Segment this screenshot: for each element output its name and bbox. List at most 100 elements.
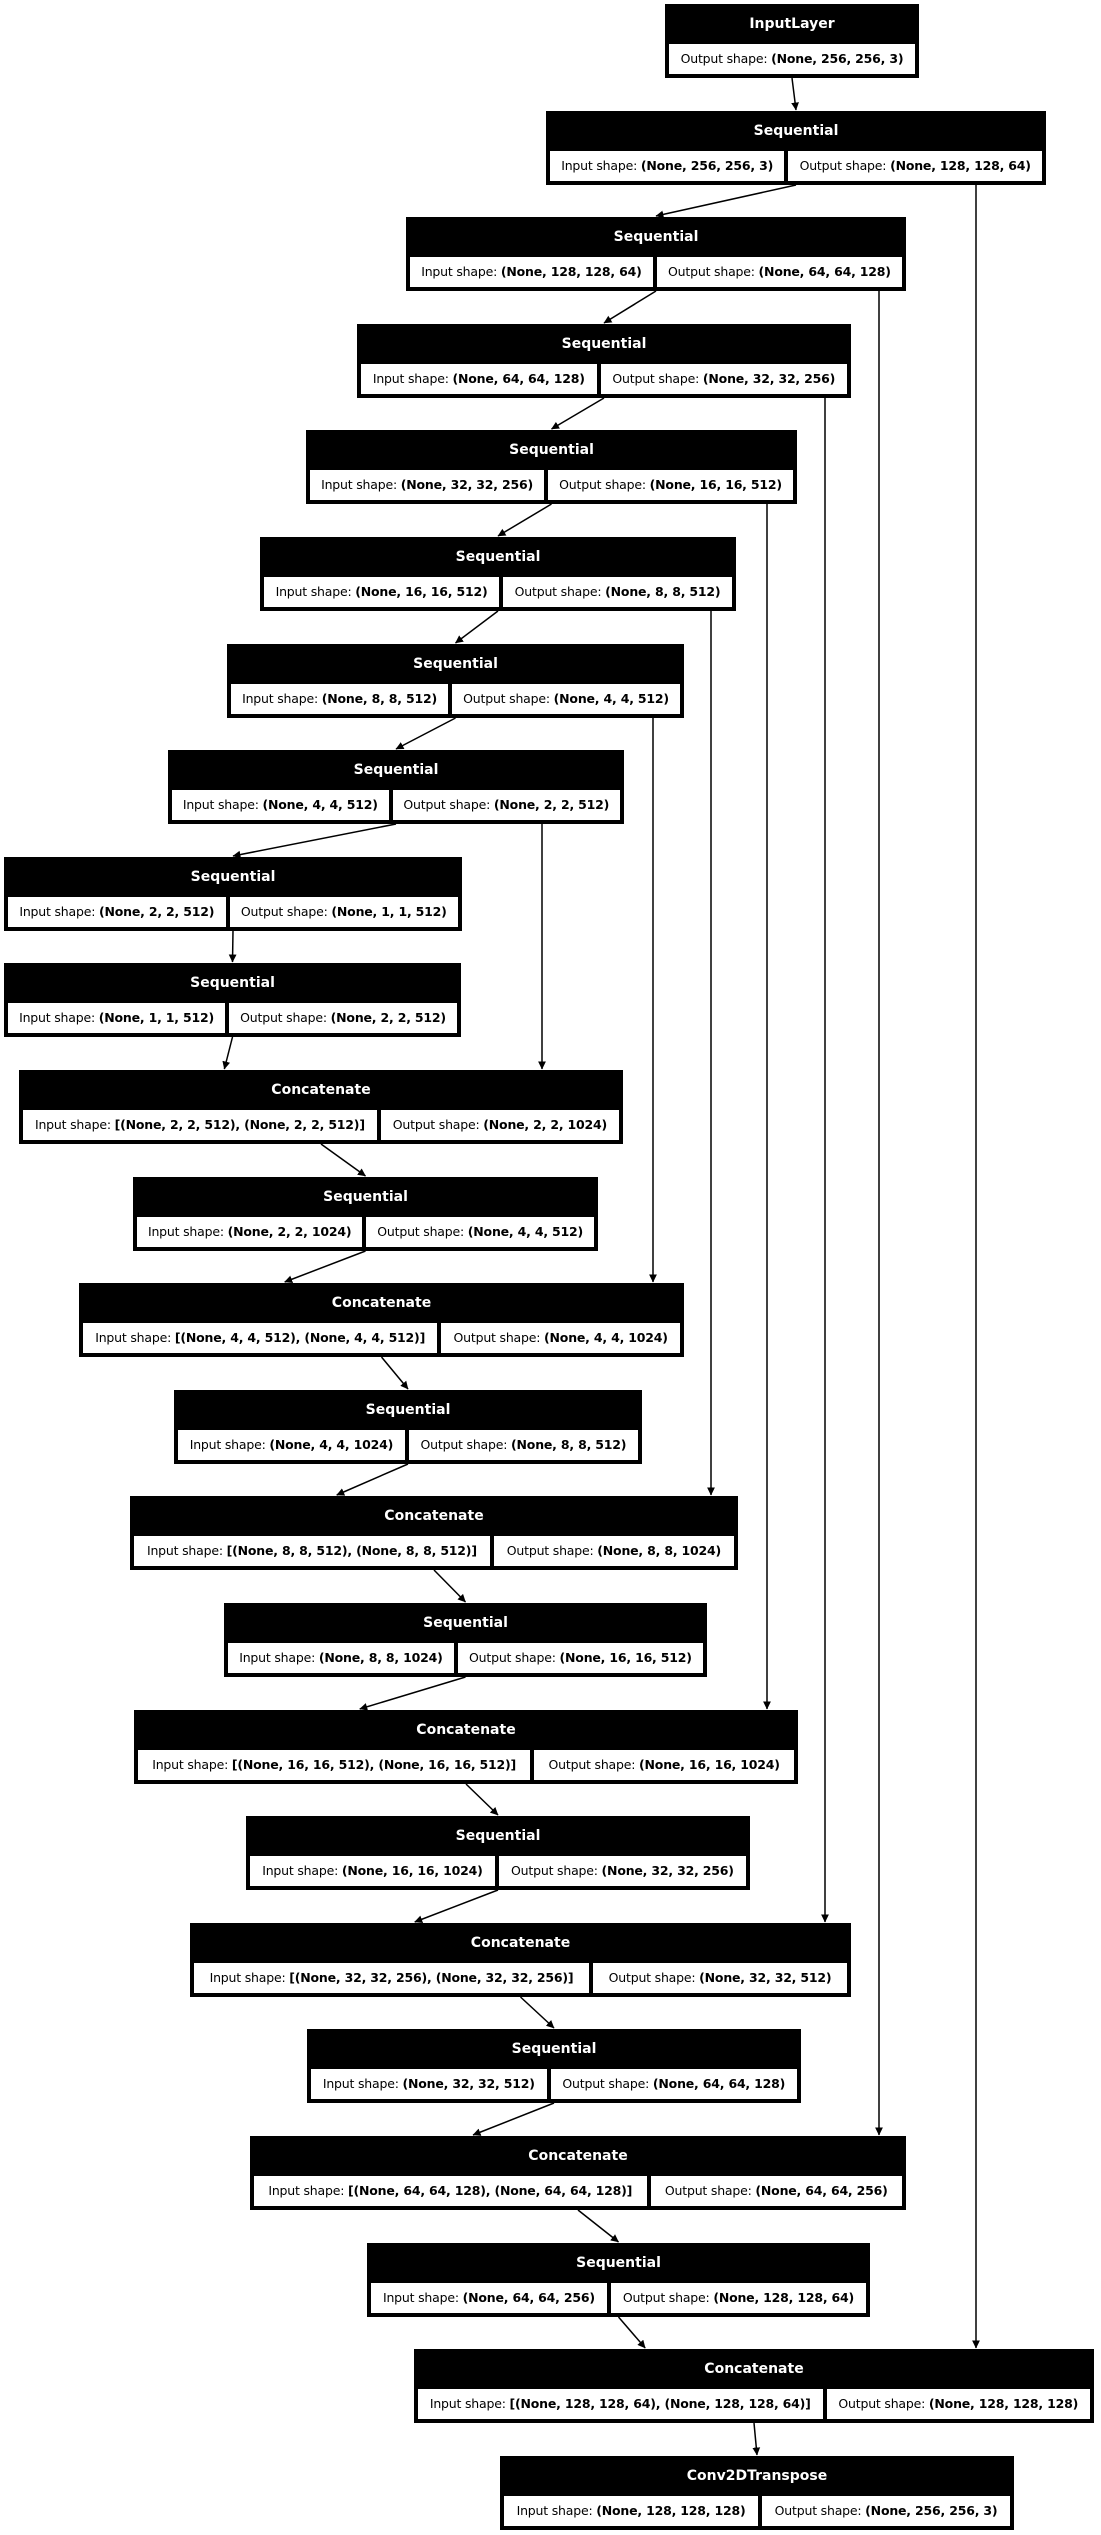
node-title: InputLayer — [749, 16, 835, 32]
shape-cells-row: Input shape: (None, 128, 128, 64)Output … — [406, 257, 906, 291]
input-shape-cell: Input shape: (None, 8, 8, 1024) — [228, 1643, 454, 1673]
input-shape-cell: Input shape: (None, 64, 64, 128) — [361, 364, 597, 394]
main-flow-edge — [617, 2316, 646, 2349]
output-shape-cell: Output shape: (None, 16, 16, 512) — [457, 1643, 703, 1673]
input-shape-label: Input shape: — [242, 691, 322, 706]
input-shape-value: (None, 8, 8, 1024) — [318, 1650, 443, 1665]
main-flow-edge — [655, 184, 797, 219]
input-shape-value: (None, 32, 32, 512) — [402, 2076, 535, 2091]
shape-cells-row: Input shape: (None, 2, 2, 512) Output sha… — [4, 897, 462, 931]
shape-cells-row: Input shape: (None, 64, 64, 128) Output s… — [357, 364, 851, 398]
node-title: Concatenate — [416, 1722, 516, 1738]
shape-cells-row: Input shape: (None, 32, 32, 512)Output s… — [307, 2069, 801, 2103]
node-title: Sequential — [455, 1828, 541, 1844]
main-flow-edge — [791, 77, 799, 111]
output-shape-label: Output shape: — [612, 371, 703, 386]
output-shape-label: Output shape: — [774, 2503, 866, 2518]
shape-cells-row: Input shape: (None, 64, 64, 256) Output s… — [367, 2283, 870, 2317]
node-title: Sequential — [190, 869, 276, 885]
output-shape-label: Output shape: — [463, 691, 554, 706]
output-shape-value: (None, 4, 4, 512) — [467, 1224, 584, 1239]
input-shape-cell: Input shape: (None, 8, 8, 512) — [231, 684, 449, 714]
node-title: Sequential — [511, 2041, 597, 2057]
output-shape-value: (None, 16, 16, 1024) — [639, 1757, 780, 1772]
input-shape-label: Input shape: — [421, 264, 501, 279]
node-title: Sequential — [353, 762, 439, 778]
input-shape-cell: Input shape: (None, 128, 128, 128) — [504, 2496, 759, 2526]
input-shape-value: (None, 1, 1, 512) — [98, 1010, 214, 1025]
shape-cells-row: Input shape: (None, 4, 4, 512) Output sha… — [168, 790, 624, 824]
input-shape-value: (None, 16, 16, 512) — [355, 584, 488, 599]
output-shape-cell: Output shape: (None, 4, 4, 512) — [452, 684, 680, 714]
output-shape-cell: Output shape: (None, 32, 32, 256) — [498, 1856, 747, 1886]
main-flow-edge — [472, 2102, 555, 2136]
input-shape-cell: Input shape: [(None, 4, 4, 512), (None, … — [83, 1323, 438, 1353]
node-title: Sequential — [413, 656, 498, 672]
input-shape-label: Input shape: — [321, 477, 401, 492]
input-shape-label: Input shape: — [275, 584, 356, 599]
shape-cells-row: Input shape: [(None, 32, 32, 256), (None… — [190, 1963, 851, 1997]
output-shape-label: Output shape: — [377, 1224, 468, 1239]
node-title: Conv2DTranspose — [686, 2468, 828, 2484]
input-shape-value: [(None, 4, 4, 512), (None, 4, 4, 512)] — [174, 1330, 426, 1345]
input-shape-value: (None, 2, 2, 1024) — [227, 1224, 352, 1239]
input-shape-cell: Input shape: (None, 2, 2, 512) — [8, 897, 226, 927]
output-shape-cell: Output shape: (None, 128, 128, 128) — [826, 2389, 1090, 2419]
input-shape-value: (None, 16, 16, 1024) — [341, 1863, 483, 1878]
output-shape-label: Output shape: — [403, 797, 494, 812]
output-shape-label: Output shape: — [420, 1437, 512, 1452]
input-shape-cell: Input shape: (None, 1, 1, 512) — [8, 1003, 226, 1033]
node-title: Concatenate — [528, 2148, 628, 2164]
output-shape-cell: Output shape: (None, 128, 128, 64) — [788, 151, 1043, 181]
input-shape-value: [(None, 2, 2, 512), (None, 2, 2, 512)] — [114, 1117, 365, 1132]
input-shape-label: Input shape: — [372, 371, 453, 386]
input-shape-label: Input shape: — [182, 797, 263, 812]
shape-cells-row: Input shape: [(None, 64, 64, 128), (None… — [250, 2176, 906, 2210]
output-shape-value: (None, 16, 16, 512) — [649, 477, 782, 492]
output-shape-value: (None, 64, 64, 256) — [755, 2183, 888, 2198]
input-shape-label: Input shape: — [19, 904, 99, 919]
shape-cells-row: Input shape: [(None, 4, 4, 512), (None, … — [79, 1323, 684, 1357]
output-shape-cell: Output shape: (None, 16, 16, 512) — [548, 470, 793, 500]
main-flow-edge — [222, 1036, 234, 1070]
output-shape-label: Output shape: — [622, 2290, 714, 2305]
shape-cells-row: Output shape: (None, 256, 256, 3) — [665, 44, 919, 78]
input-shape-label: Input shape: — [146, 1543, 227, 1558]
input-shape-cell: Input shape: (None, 4, 4, 512) — [172, 790, 389, 820]
output-shape-value: (None, 64, 64, 128) — [652, 2076, 786, 2091]
input-shape-cell: Input shape: [(None, 64, 64, 128), (None… — [254, 2176, 647, 2206]
input-shape-cell: Input shape: (None, 64, 64, 256) — [371, 2283, 607, 2313]
main-flow-edge — [380, 1356, 409, 1390]
input-shape-cell: Input shape: [(None, 128, 128, 64), (Non… — [418, 2389, 823, 2419]
output-shape-label: Output shape: — [240, 904, 332, 919]
main-flow-edge — [519, 1996, 555, 2029]
node-title: Sequential — [190, 975, 275, 991]
node-title: Sequential — [613, 229, 699, 245]
main-flow-edge — [551, 397, 605, 430]
input-shape-cell: Input shape: (None, 128, 128, 64) — [410, 257, 653, 287]
output-shape-label: Output shape: — [469, 1650, 560, 1665]
main-flow-edge — [465, 1783, 499, 1816]
output-shape-cell: Output shape: (None, 8, 8, 512) — [503, 577, 732, 607]
shape-cells-row: Input shape: [(None, 2, 2, 512), (None, … — [19, 1110, 623, 1144]
input-shape-value: (None, 4, 4, 1024) — [269, 1437, 394, 1452]
output-shape-value: (None, 128, 128, 128) — [928, 2396, 1079, 2411]
output-shape-label: Output shape: — [559, 477, 650, 492]
main-flow-edge — [228, 930, 237, 963]
node-title: Sequential — [509, 442, 594, 458]
node-title: Concatenate — [704, 2361, 804, 2377]
shape-cells-row: Input shape: [(None, 16, 16, 512), (None… — [134, 1750, 798, 1784]
